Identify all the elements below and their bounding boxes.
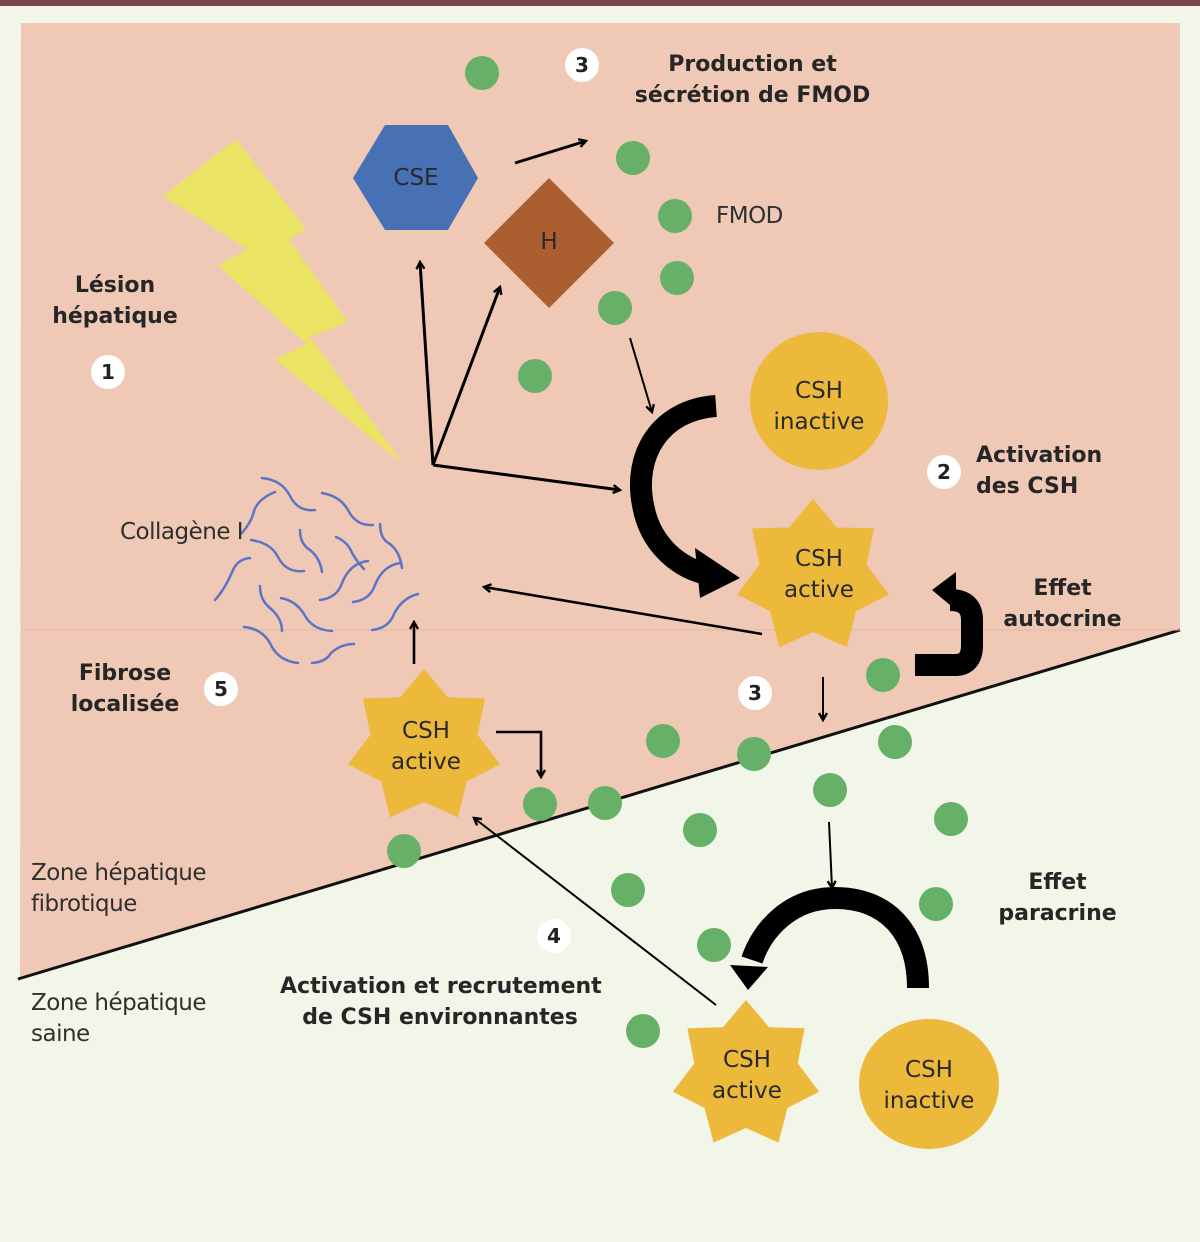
csh-label-line1: CSH xyxy=(795,378,843,404)
csh-label-line2: inactive xyxy=(883,1088,975,1114)
csh-inactive-bottom-label: CSH inactive xyxy=(869,1055,989,1117)
csh-active-center-cell xyxy=(737,499,889,648)
title-line: Production et xyxy=(668,52,837,77)
title-line: Lésion xyxy=(74,273,156,298)
collagen-label: Collagène I xyxy=(120,519,244,545)
fmod-dot xyxy=(866,658,900,692)
csh-active-left-label: CSH active xyxy=(366,716,486,778)
step2-title: Activation des CSH xyxy=(976,440,1102,502)
cse-label: CSE xyxy=(393,165,439,191)
csh-label-line2: inactive xyxy=(773,409,865,435)
step2-badge: 2 xyxy=(927,455,961,489)
paracrine-label: Effet paracrine xyxy=(990,867,1125,929)
thick-arrow-activation xyxy=(629,395,740,598)
step4-badge: 4 xyxy=(537,919,571,953)
arrow-recruitment xyxy=(474,818,717,1006)
step3-mid-badge: 3 xyxy=(738,676,772,710)
arrow-fmod-to-activation xyxy=(629,337,652,412)
title-line: Fibrose xyxy=(78,661,172,686)
label-line: Effet xyxy=(1033,576,1092,601)
csh-label-line2: active xyxy=(784,577,854,603)
thick-arrow-autocrine xyxy=(915,572,983,676)
csh-inactive-bottom-cell xyxy=(859,1019,999,1149)
top-bar xyxy=(0,0,1200,6)
csh-label-line1: CSH xyxy=(795,546,843,572)
title-line: sécrétion de FMOD xyxy=(634,83,871,108)
label-line: Zone hépatique xyxy=(31,990,207,1016)
label-line: Zone hépatique xyxy=(31,860,207,886)
csh-label-line1: CSH xyxy=(723,1047,771,1073)
fmod-dot xyxy=(518,359,552,393)
cse-hexagon xyxy=(353,125,478,230)
title-line: Activation xyxy=(976,443,1103,468)
csh-label-line1: CSH xyxy=(402,718,450,744)
arrow-to-paracrine xyxy=(829,821,832,888)
zone-healthy-label: Zone hépatique saine xyxy=(31,988,207,1050)
fmod-dot xyxy=(878,725,912,759)
step1-title: Lésion hépatique xyxy=(40,270,190,332)
csh-label-line2: active xyxy=(391,749,461,775)
fmod-dot xyxy=(588,786,622,820)
fmod-dot xyxy=(697,928,731,962)
csh-label-line1: CSH xyxy=(905,1057,953,1083)
fmod-dot xyxy=(387,834,421,868)
label-line: saine xyxy=(31,1021,90,1047)
lightning-icon xyxy=(163,139,404,465)
csh-inactive-top-label: CSH inactive xyxy=(759,376,879,438)
step1-badge: 1 xyxy=(91,355,125,389)
fmod-dot xyxy=(919,887,953,921)
csh-active-left-cell xyxy=(348,669,500,818)
step3-title: Production et sécrétion de FMOD xyxy=(630,49,875,111)
fmod-dot xyxy=(626,1014,660,1048)
csh-label-line2: active xyxy=(712,1078,782,1104)
step5-title: Fibrose localisée xyxy=(55,658,195,720)
fmod-dot xyxy=(658,199,692,233)
fmod-dot xyxy=(616,141,650,175)
fmod-dot xyxy=(646,724,680,758)
fmod-dot xyxy=(598,291,632,325)
fmod-dot xyxy=(683,813,717,847)
fmod-dot xyxy=(934,802,968,836)
csh-inactive-top-cell xyxy=(750,332,888,470)
label-line: Effet xyxy=(1028,870,1087,895)
hepatocyte-label: H xyxy=(540,229,558,255)
csh-active-center-label: CSH active xyxy=(759,544,879,606)
step3-top-badge: 3 xyxy=(565,48,599,82)
label-line: fibrotique xyxy=(31,891,137,917)
arrow-to-csh-activation xyxy=(432,463,620,490)
label-line: autocrine xyxy=(1003,607,1122,632)
label-line: paracrine xyxy=(998,901,1117,926)
title-line: hépatique xyxy=(52,304,178,329)
hepatocyte-diamond xyxy=(484,178,614,308)
arrow-to-hepatocyte xyxy=(431,287,500,466)
zone-fibrotic-label: Zone hépatique fibrotique xyxy=(31,858,207,920)
fmod-molecules xyxy=(387,56,968,1048)
arrow-to-cse xyxy=(420,262,435,466)
fmod-dot xyxy=(660,261,694,295)
title-line: Activation et recrutement xyxy=(280,974,602,999)
title-line: des CSH xyxy=(976,474,1079,499)
title-line: de CSH environnantes xyxy=(302,1005,578,1030)
step4-title: Activation et recrutement de CSH environ… xyxy=(280,971,602,1033)
csh-active-bottom-cell xyxy=(672,1000,820,1143)
thin-arrows xyxy=(420,141,620,490)
step5-badge: 5 xyxy=(204,672,238,706)
csh-active-bottom-label: CSH active xyxy=(687,1045,807,1107)
fibrotic-zone xyxy=(20,23,1180,978)
fmod-dot xyxy=(611,873,645,907)
autocrine-label: Effet autocrine xyxy=(995,573,1130,635)
title-line: localisée xyxy=(70,692,180,717)
fmod-dot xyxy=(813,773,847,807)
thick-arrow-paracrine xyxy=(730,886,929,990)
arrow-csh-to-collagen xyxy=(484,587,763,636)
collagen-fibers xyxy=(213,476,420,665)
fmod-label: FMOD xyxy=(716,203,783,229)
fmod-dot xyxy=(737,737,771,771)
fmod-dot xyxy=(523,787,557,821)
arrow-csh-left-to-fmod xyxy=(496,730,541,777)
fmod-dot xyxy=(465,56,499,90)
arrow-cse-to-fmod xyxy=(514,141,586,165)
